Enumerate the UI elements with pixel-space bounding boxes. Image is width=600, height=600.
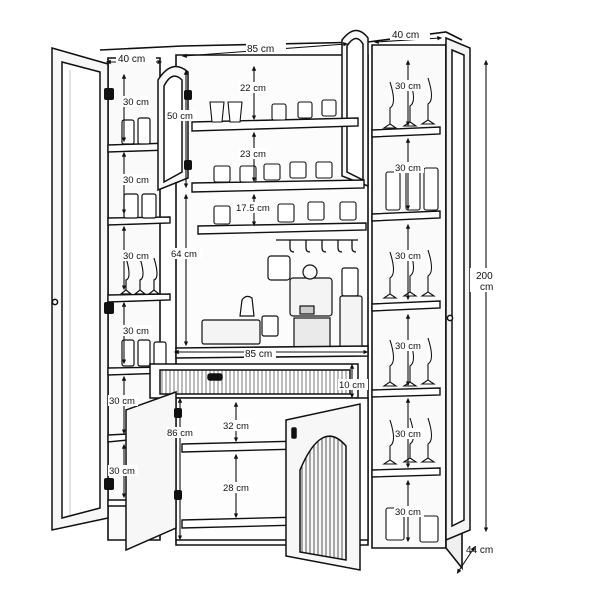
center-shelf-gap-2: 23 cm: [240, 149, 266, 160]
mug-rail: [276, 239, 358, 253]
right-shelf-gap-5: 30 cm: [395, 429, 421, 440]
left-shelf-gap-4: 30 cm: [123, 326, 149, 337]
lower-right-door: [285, 403, 361, 571]
left-door-hinges: [104, 88, 114, 490]
dimension-labels: 40 cm 85 cm 40 cm 200 cm 44 cm 30 cm 30 …: [108, 28, 502, 556]
right-width-label: 40 cm: [392, 30, 419, 41]
center-upper-door-height: 50 cm: [167, 111, 193, 122]
right-glass-door: [445, 36, 471, 542]
lower-shelf-gap-1: 32 cm: [223, 421, 249, 432]
coffee-niche-appliances: [201, 255, 363, 349]
center-upper-shelves: [191, 117, 367, 235]
right-tower-shelves: [371, 126, 441, 478]
lower-left-door: [125, 390, 177, 552]
depth-label: 44 cm: [466, 545, 493, 556]
left-shelf-gap-3: 30 cm: [123, 251, 149, 262]
left-shelf-gap-5: 30 cm: [109, 396, 135, 407]
center-upper-right-door: [341, 29, 369, 188]
center-upper-left-door: [157, 65, 189, 192]
left-shelf-gap-2: 30 cm: [123, 175, 149, 186]
total-height-value: 200: [476, 271, 493, 282]
center-shelf-gap-1: 22 cm: [240, 83, 266, 94]
counter-width-label: 85 cm: [245, 349, 272, 360]
center-width-label: 85 cm: [247, 44, 274, 55]
right-shelf-gap-1: 30 cm: [395, 81, 421, 92]
lower-shelf-gap-2: 28 cm: [223, 483, 249, 494]
left-width-label: 40 cm: [118, 54, 145, 65]
drawer-height-label: 10 cm: [339, 380, 365, 391]
right-shelf-gap-3: 30 cm: [395, 251, 421, 262]
lower-cabinet-height-label: 86 cm: [167, 428, 193, 439]
right-shelf-gap-2: 30 cm: [395, 163, 421, 174]
right-shelf-gap-4: 30 cm: [395, 341, 421, 352]
right-shelf-gap-6: 30 cm: [395, 507, 421, 518]
center-open-niche-height: 64 cm: [171, 249, 197, 260]
drawer: [149, 363, 359, 399]
left-glass-door: [51, 47, 109, 531]
left-shelf-gap-6: 30 cm: [109, 466, 135, 477]
left-shelf-gap-1: 30 cm: [123, 97, 149, 108]
total-height-unit: cm: [480, 282, 493, 293]
center-shelf-gap-3: 17.5 cm: [236, 203, 270, 214]
